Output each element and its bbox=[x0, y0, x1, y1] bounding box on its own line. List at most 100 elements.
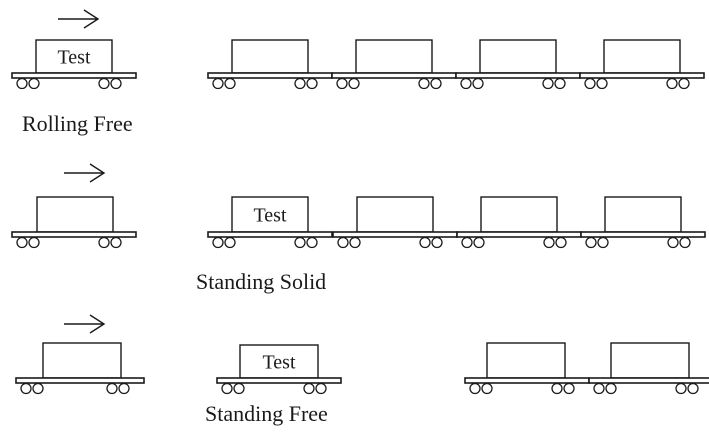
car-deck bbox=[11, 231, 137, 238]
wheel bbox=[315, 382, 327, 395]
wheel bbox=[306, 236, 318, 249]
wheel bbox=[472, 77, 484, 90]
railcar bbox=[332, 196, 458, 249]
wheel bbox=[348, 77, 360, 90]
case-label-rolling-free: Rolling Free bbox=[22, 111, 133, 136]
wheel bbox=[678, 77, 690, 90]
wheel bbox=[212, 77, 224, 90]
railcar bbox=[331, 39, 457, 90]
railcar bbox=[579, 39, 705, 90]
car-deck bbox=[207, 72, 333, 79]
wheel bbox=[233, 382, 245, 395]
test-label: Test bbox=[253, 205, 286, 227]
wheel bbox=[306, 77, 318, 90]
wheel bbox=[20, 382, 32, 395]
test-car-load bbox=[231, 196, 309, 233]
wheel bbox=[675, 382, 687, 395]
wheel bbox=[593, 382, 605, 395]
wheel bbox=[473, 236, 485, 249]
railcar bbox=[455, 39, 581, 90]
railcar bbox=[11, 196, 137, 249]
wheel bbox=[460, 77, 472, 90]
wheel bbox=[28, 236, 40, 249]
wheel bbox=[106, 382, 118, 395]
wheel bbox=[212, 236, 224, 249]
wheel bbox=[431, 236, 443, 249]
car-deck bbox=[464, 377, 590, 384]
car-deck bbox=[455, 72, 581, 79]
car-load bbox=[36, 196, 114, 233]
car-deck bbox=[216, 377, 342, 384]
test-label: Test bbox=[262, 352, 295, 374]
wheel bbox=[430, 77, 442, 90]
wheel bbox=[16, 77, 28, 90]
wheel bbox=[303, 382, 315, 395]
car-load bbox=[356, 196, 434, 233]
motion-arrow bbox=[64, 314, 106, 334]
car-deck bbox=[580, 231, 706, 238]
car-load bbox=[480, 196, 558, 233]
railcar bbox=[464, 342, 590, 395]
car-deck bbox=[11, 72, 137, 79]
test-label: Test bbox=[57, 47, 90, 69]
wheel bbox=[481, 382, 493, 395]
car-deck bbox=[579, 72, 705, 79]
car-load bbox=[231, 39, 309, 74]
wheel bbox=[224, 236, 236, 249]
car-load bbox=[486, 342, 566, 379]
wheel bbox=[32, 382, 44, 395]
motion-arrow bbox=[64, 163, 106, 183]
wheel bbox=[666, 77, 678, 90]
case-rolling-free: Test bbox=[11, 9, 705, 90]
wheel bbox=[679, 236, 691, 249]
car-deck bbox=[588, 377, 709, 384]
wheel bbox=[294, 236, 306, 249]
wheel bbox=[461, 236, 473, 249]
wheel bbox=[118, 382, 130, 395]
test-car: Test bbox=[11, 39, 137, 90]
wheel bbox=[337, 236, 349, 249]
wheel bbox=[551, 382, 563, 395]
car-load bbox=[604, 196, 682, 233]
car-deck bbox=[207, 231, 333, 238]
wheel bbox=[584, 77, 596, 90]
wheel bbox=[667, 236, 679, 249]
wheel bbox=[336, 77, 348, 90]
wheel bbox=[221, 382, 233, 395]
wheel bbox=[585, 236, 597, 249]
test-car: Test bbox=[216, 344, 342, 395]
car-load bbox=[479, 39, 557, 74]
car-deck bbox=[331, 72, 457, 79]
railcar bbox=[207, 39, 333, 90]
car-load bbox=[603, 39, 681, 74]
railcar bbox=[580, 196, 706, 249]
wheel bbox=[687, 382, 699, 395]
wheel bbox=[469, 382, 481, 395]
test-car-load bbox=[35, 39, 113, 74]
wheel bbox=[349, 236, 361, 249]
wheel bbox=[28, 77, 40, 90]
wheel bbox=[294, 77, 306, 90]
wheel bbox=[563, 382, 575, 395]
wheel bbox=[418, 77, 430, 90]
wheel bbox=[419, 236, 431, 249]
wheel bbox=[224, 77, 236, 90]
case-label-standing-free: Standing Free bbox=[205, 401, 328, 426]
case-label-standing-solid: Standing Solid bbox=[196, 269, 326, 294]
wheel bbox=[110, 77, 122, 90]
case-standing-solid: Test bbox=[11, 163, 706, 249]
motion-arrow bbox=[58, 9, 100, 29]
railcar bbox=[456, 196, 582, 249]
wheel bbox=[16, 236, 28, 249]
wheel bbox=[110, 236, 122, 249]
wheel bbox=[542, 77, 554, 90]
railcar bbox=[15, 342, 145, 395]
wheel bbox=[605, 382, 617, 395]
wheel bbox=[554, 77, 566, 90]
test-car: Test bbox=[207, 196, 333, 249]
wheel bbox=[98, 236, 110, 249]
car-load bbox=[355, 39, 433, 74]
case-standing-free: Test bbox=[15, 314, 709, 395]
railcar bbox=[588, 342, 709, 395]
